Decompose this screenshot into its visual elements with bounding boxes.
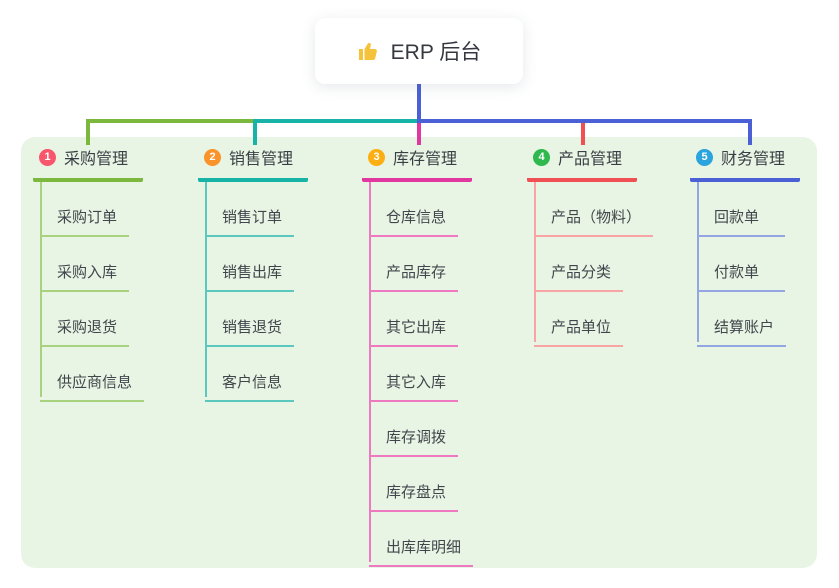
branch-item[interactable]: 付款单 [697, 237, 785, 292]
branch-header[interactable]: 1 采购管理 [33, 145, 143, 182]
connector-drop-branch2 [253, 119, 257, 145]
branch-number-badge: 1 [39, 148, 56, 166]
branch-item[interactable]: 产品分类 [534, 237, 624, 292]
branch-item[interactable]: 销售退货 [205, 292, 295, 347]
branch-sub-list: 仓库信息产品库存其它出库其它入库库存调拨库存盘点出库库明细 [362, 182, 474, 567]
branch-item[interactable]: 采购退货 [40, 292, 130, 347]
branch-label: 销售管理 [229, 151, 294, 168]
branch-number-badge: 4 [533, 148, 550, 166]
branch-3: 3 库存管理 仓库信息产品库存其它出库其它入库库存调拨库存盘点出库库明细 [362, 145, 474, 567]
branch-item[interactable]: 库存调拨 [369, 402, 459, 457]
branch-4: 4 产品管理 产品（物料）产品分类产品单位 [527, 145, 654, 347]
branch-5: 5 财务管理 回款单付款单结算账户 [690, 145, 800, 347]
branch-sub-list: 回款单付款单结算账户 [690, 182, 800, 347]
branch-1: 1 采购管理 采购订单采购入库采购退货供应商信息 [33, 145, 145, 402]
branch-header[interactable]: 2 销售管理 [198, 145, 308, 182]
connector-drop-branch4 [581, 123, 585, 145]
connector-drop-branch3 [417, 123, 421, 145]
connector-horizontal-branch5 [417, 119, 752, 123]
branch-header[interactable]: 3 库存管理 [362, 145, 472, 182]
connector-drop-branch5 [748, 119, 752, 145]
thumbs-up-icon [358, 43, 377, 60]
branch-item[interactable]: 产品单位 [534, 292, 624, 347]
branch-connector-line [697, 182, 699, 342]
branches-panel [21, 137, 817, 568]
branch-sub-list: 产品（物料）产品分类产品单位 [527, 182, 654, 347]
branch-label: 财务管理 [721, 151, 786, 168]
branch-item[interactable]: 回款单 [697, 182, 785, 237]
connector-drop-branch1 [86, 119, 90, 145]
branch-sub-list: 采购订单采购入库采购退货供应商信息 [33, 182, 145, 402]
branch-item[interactable]: 其它入库 [369, 347, 459, 402]
branch-item[interactable]: 其它出库 [369, 292, 459, 347]
branch-item[interactable]: 采购订单 [40, 182, 130, 237]
branch-item[interactable]: 出库库明细 [369, 512, 474, 567]
branch-header[interactable]: 4 产品管理 [527, 145, 637, 182]
branch-number-badge: 5 [696, 148, 713, 166]
root-label: ERP 后台 [390, 41, 482, 64]
branch-label: 产品管理 [558, 151, 623, 168]
branch-connector-line [205, 182, 207, 397]
branch-connector-line [40, 182, 42, 397]
branch-connector-line [369, 182, 371, 562]
connector-horizontal-branch2 [253, 119, 421, 123]
branch-item[interactable]: 仓库信息 [369, 182, 459, 237]
branch-number-badge: 2 [204, 148, 221, 166]
branch-connector-line [534, 182, 536, 342]
branch-label: 库存管理 [393, 151, 458, 168]
branch-item[interactable]: 产品（物料） [534, 182, 654, 237]
branch-item[interactable]: 销售出库 [205, 237, 295, 292]
branch-item[interactable]: 客户信息 [205, 347, 295, 402]
branch-header[interactable]: 5 财务管理 [690, 145, 800, 182]
branch-label: 采购管理 [64, 151, 129, 168]
branch-number-badge: 3 [368, 148, 385, 166]
root-connector-vertical [417, 84, 421, 123]
branch-item[interactable]: 供应商信息 [40, 347, 145, 402]
branch-item[interactable]: 采购入库 [40, 237, 130, 292]
root-node[interactable]: ERP 后台 [315, 18, 523, 84]
branch-2: 2 销售管理 销售订单销售出库销售退货客户信息 [198, 145, 308, 402]
branch-sub-list: 销售订单销售出库销售退货客户信息 [198, 182, 308, 402]
branch-item[interactable]: 销售订单 [205, 182, 295, 237]
connector-horizontal-branch1 [86, 119, 257, 123]
branch-item[interactable]: 产品库存 [369, 237, 459, 292]
branch-item[interactable]: 库存盘点 [369, 457, 459, 512]
branch-item[interactable]: 结算账户 [697, 292, 787, 347]
